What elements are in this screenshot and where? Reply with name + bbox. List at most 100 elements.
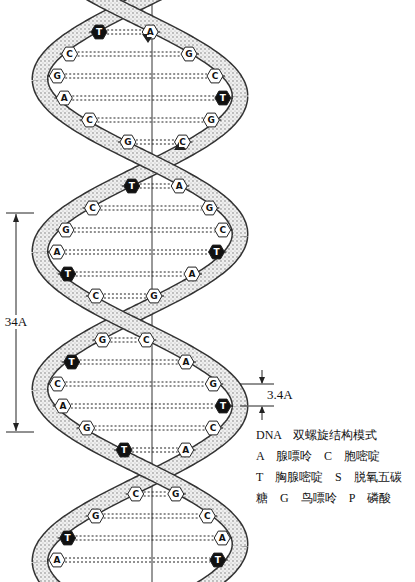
base-hexagon <box>203 113 219 127</box>
hydrogen-bond <box>76 276 184 277</box>
hydrogen-bond <box>97 122 203 123</box>
base-letter: C <box>66 49 73 59</box>
hydrogen-bond <box>71 404 215 405</box>
hydrogen-bond <box>111 338 139 339</box>
hydrogen-bond <box>66 382 206 383</box>
strand-ribbon <box>40 80 240 236</box>
base-letter: A <box>54 247 61 257</box>
base-hexagon <box>85 201 101 215</box>
hydrogen-bond <box>132 452 178 453</box>
hydrogen-bond <box>74 232 215 233</box>
hydrogen-bond <box>144 496 168 497</box>
strand-outline <box>40 390 240 546</box>
hydrogen-bond <box>104 518 200 519</box>
hydrogen-bond <box>101 210 202 211</box>
base-hexagon <box>178 443 194 457</box>
dimension-label: 34A <box>4 315 28 329</box>
base-hexagon <box>55 399 71 413</box>
base-hexagon <box>60 531 76 545</box>
base-hexagon <box>56 91 72 105</box>
base-hexagon <box>49 69 65 83</box>
hydrogen-bond <box>72 96 215 97</box>
base-letter: C <box>212 71 219 81</box>
dimension-label: 3.4A <box>266 388 294 402</box>
base-hexagon <box>58 223 74 237</box>
hydrogen-bond <box>140 188 171 189</box>
base-pairs <box>47 25 233 567</box>
base-hexagon <box>50 377 66 391</box>
base-letter: G <box>210 379 217 389</box>
strand-ribbon <box>40 252 240 406</box>
base-letter: C <box>54 379 61 389</box>
base-letter: A <box>61 93 68 103</box>
strand-back <box>40 0 240 582</box>
hydrogen-bond <box>76 536 215 537</box>
hydrogen-bond <box>80 360 178 361</box>
hydrogen-bond <box>140 184 171 185</box>
hydrogen-bond <box>76 272 184 273</box>
base-hexagon <box>209 245 225 259</box>
base-hexagon <box>210 553 226 567</box>
base-letter: C <box>210 423 217 433</box>
base-letter: G <box>124 137 131 147</box>
hydrogen-bond <box>65 558 210 559</box>
base-hexagon <box>120 135 136 149</box>
base-hexagon <box>79 421 95 435</box>
base-hexagon <box>60 267 76 281</box>
base-letter: T <box>65 269 71 279</box>
strand-ribbon <box>193 546 240 582</box>
strand-ribbon <box>40 0 167 80</box>
strand-outline <box>40 252 240 406</box>
base-letter: A <box>189 269 196 279</box>
base-letter: G <box>62 225 69 235</box>
hydrogen-bond <box>78 52 181 53</box>
hydrogen-bond <box>136 144 175 145</box>
hydrogen-bond <box>107 30 142 31</box>
hydrogen-bond <box>104 514 200 515</box>
base-letter: A <box>147 27 154 37</box>
base-hexagon <box>49 553 65 567</box>
hydrogen-bond <box>65 250 208 251</box>
strand-ribbon <box>40 390 240 546</box>
base-hexagon <box>168 487 184 501</box>
base-letter: T <box>65 533 71 543</box>
base-hexagon <box>49 245 65 259</box>
base-hexagon <box>91 25 107 39</box>
base-hexagon <box>205 421 221 435</box>
base-hexagon <box>82 113 98 127</box>
base-letter: T <box>69 357 75 367</box>
hydrogen-bond <box>104 298 146 299</box>
base-letter: T <box>215 555 221 565</box>
strand-front <box>40 0 240 582</box>
hydrogen-bond <box>65 562 210 563</box>
base-hexagon <box>215 399 231 413</box>
base-hexagon <box>207 69 223 83</box>
base-letter: A <box>54 555 61 565</box>
hydrogen-bond <box>101 206 202 207</box>
legend-note: A 腺嘌呤 C 胞嘧啶 <box>256 449 380 463</box>
base-letter: G <box>92 511 99 521</box>
base-letter: C <box>93 291 100 301</box>
base-letter: C <box>89 203 96 213</box>
hydrogen-bond <box>66 386 206 387</box>
base-hexagon <box>64 355 80 369</box>
base-letter: G <box>172 489 179 499</box>
base-letter: A <box>176 181 183 191</box>
strand-outline <box>40 80 240 236</box>
base-letter: A <box>182 445 189 455</box>
base-letter: T <box>213 247 219 257</box>
base-hexagon <box>88 509 104 523</box>
base-letter: C <box>86 115 93 125</box>
base-hexagon <box>201 201 217 215</box>
base-letter: T <box>220 401 226 411</box>
strand-outline <box>193 546 240 582</box>
base-letter: C <box>179 137 186 147</box>
hydrogen-bond <box>80 364 178 365</box>
base-hexagon <box>178 355 194 369</box>
base-letter: A <box>182 357 189 367</box>
hydrogen-bond <box>72 100 215 101</box>
hydrogen-bond <box>95 430 206 431</box>
hydrogen-bond <box>74 228 215 229</box>
